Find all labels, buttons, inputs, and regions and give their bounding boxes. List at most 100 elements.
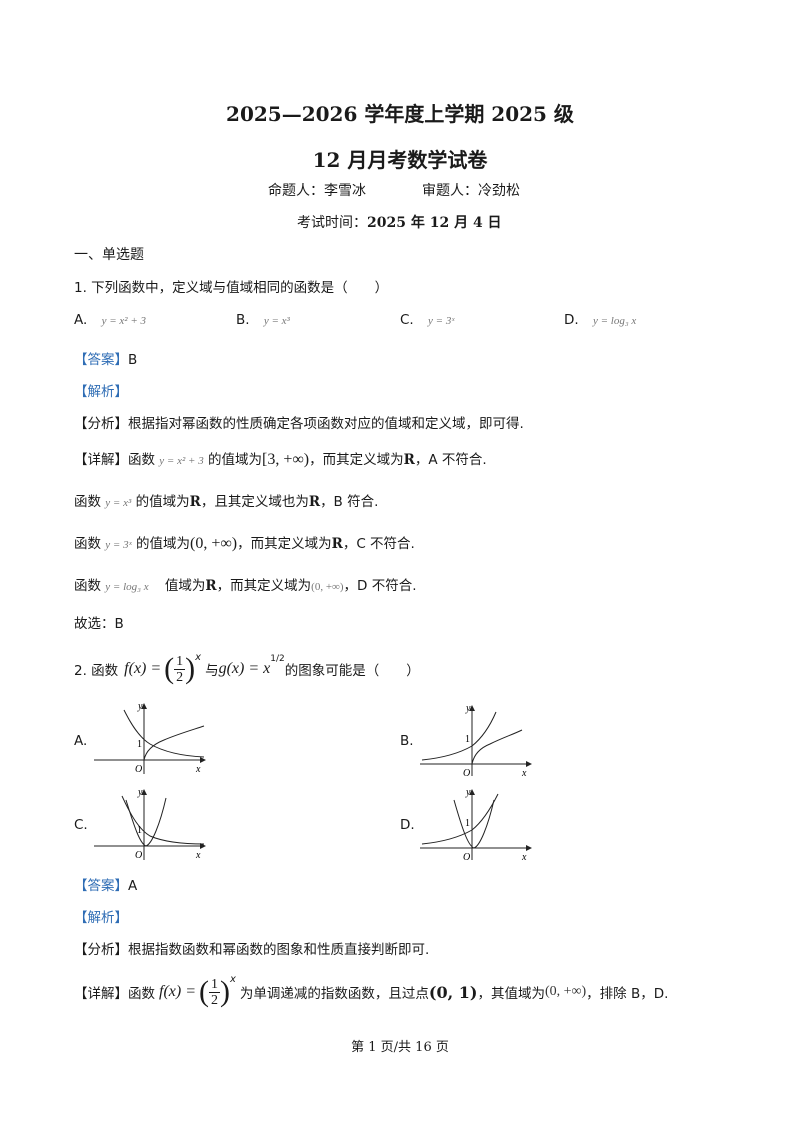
one-label: 1 [465,818,470,829]
option-expr: y = 3ˣ [428,315,455,327]
q2-with: 与 [205,663,219,679]
detail-rest: ，而其定义域为 [309,452,404,468]
q2-exponent: x [195,652,202,663]
exponential-curve [421,793,499,845]
reviewer-line: 审题人：冷劲松 [422,180,520,200]
q2-f-expr: f(x) = [124,660,162,677]
detail-expr: y = 3ˣ [105,539,132,551]
power-curve [471,729,523,765]
y-axis-arrow-icon [141,789,147,795]
detail-mid: 的值域为 [208,452,263,468]
q2-graph-b: y x O 1 [420,703,532,778]
q1-analysis-tag: 【解析】 [74,384,128,400]
detail-mid: 值域为 [164,578,206,594]
detail-rest: ，且其定义域也为 [200,494,309,510]
detail-numerator: 1 [209,976,220,993]
title-line-2: 12 月月考数学试卷 [312,148,488,172]
q2-graph-a: y x O 1 [94,701,206,775]
fenxi-text: 根据指数函数和幂函数的图象和性质直接判断即可. [128,942,430,958]
detail-prefix: 函数 [128,452,155,468]
detail-domain: R [403,452,415,468]
y-label: y [137,701,143,712]
title-line-1: 2025—2026 学年度上学期 2025 级 [226,102,574,126]
exponential-curve [123,709,205,758]
one-label: 1 [137,825,142,836]
detail-verdict: ，D 不符合. [343,578,417,594]
detail-denominator: 2 [211,992,218,1008]
detail-verdict: ，C 不符合. [342,536,415,552]
parabola-curve [125,797,167,847]
option-label: B. [236,312,250,328]
q1-detail-line-3: 函数 y = 3ˣ 的值域为(0, +∞)，而其定义域为R，C 不符合. [74,532,415,553]
reviewer-label: 审题人： [422,183,478,199]
detail-range: R [205,578,217,594]
q2-fenxi: 【分析】根据指数函数和幂函数的图象和性质直接判断即可. [74,938,429,958]
detail-rest: ，而其定义域为 [237,536,332,552]
q2-prefix: 2. 函数 [74,663,119,679]
detail-prefix: 函数 [74,578,101,594]
q2-suffix: 的图象可能是（ ） [284,663,420,679]
exponential-curve [121,795,205,845]
origin-label: O [463,852,470,862]
detail-tag: 【详解】 [74,452,128,468]
detail-range: (0, +∞) [190,535,238,552]
q1-option-c: C. y = 3ˣ [400,312,454,328]
x-label: x [195,764,201,775]
option-label: C. [400,312,414,328]
y-label: y [465,787,471,798]
q2-g-expr: g(x) = x [218,660,271,677]
origin-label: O [135,764,142,775]
detail-paren-open: ( [199,975,209,1008]
one-label: 1 [465,734,470,745]
detail-domain: R [308,494,321,510]
option-expr: y = log₃ x [592,315,637,327]
option-expr: y = x³ [263,315,290,327]
detail-expr: y = log₃ x [105,581,149,593]
detail-mid: 的值域为 [135,494,190,510]
fenxi-tag: 【分析】 [74,416,128,432]
detail-domain: R [331,536,343,552]
q1-detail-line-4: 函数 y = log₃ x 值域为R，而其定义域为(0, +∞)，D 不符合. [74,574,417,594]
detail-rest: ，而其定义域为 [216,578,312,594]
q2-graph-d: y x O 1 [420,787,532,862]
detail-domain: (0, +∞) [311,581,344,593]
detail-prefix: 函数 [74,494,101,510]
option-expr: y = x² + 3 [101,315,147,327]
detail-verdict: ，B 符合. [320,494,379,510]
detail-range: R [189,494,201,510]
detail-point: (0, 1) [428,982,478,1002]
q2-paren-open: ( [164,652,175,685]
q2-paren-close: ) [185,652,196,685]
section-heading: 一、单选题 [74,247,144,263]
option-label: D. [564,312,579,328]
q1-answer: 【答案】B [74,348,137,368]
q1-detail-line-2: 函数 y = x³ 的值域为R，且其定义域也为R，B 符合. [74,490,378,510]
detail-verdict: ，A 不符合. [414,452,487,468]
detail-expr: y = x³ [105,497,132,509]
page-footer: 第 1 页/共 16 页 [351,1040,449,1055]
q1-detail-line-1: 【详解】函数 y = x² + 3 的值域为[3, +∞)，而其定义域为R，A … [74,448,487,469]
q2-option-c-label: C. [74,817,88,833]
exam-time-value: 2025 年 12 月 4 日 [367,215,502,231]
exponential-curve [421,711,497,761]
fenxi-text: 根据指对幂函数的性质确定各项函数对应的值域和定义域，即可得. [128,416,524,432]
detail-expr: y = x² + 3 [159,455,204,467]
option-label: A. [74,312,88,328]
origin-label: O [463,768,470,778]
x-axis-arrow-icon [526,761,532,767]
one-label: 1 [137,739,142,750]
x-label: x [521,768,527,778]
author-line: 命题人：李雪冰 [268,180,366,200]
detail-f-expr: f(x) = [159,983,196,1000]
q1-conclusion: 故选：B [74,616,124,632]
detail-paren-close: ) [220,975,230,1008]
detail-mid: 的值域为 [136,536,191,552]
exam-time-label: 考试时间： [297,215,367,231]
q2-option-d-label: D. [400,817,415,833]
x-axis-arrow-icon [200,843,206,849]
detail-mid: 为单调递减的指数函数，且过点 [239,986,429,1002]
x-label: x [195,850,201,861]
